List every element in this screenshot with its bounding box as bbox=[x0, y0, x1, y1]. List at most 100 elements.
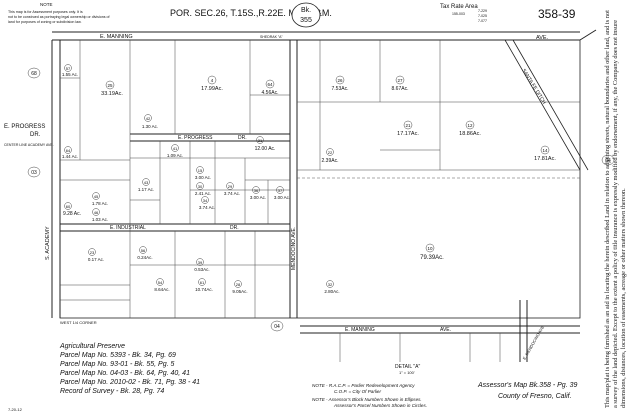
manning-road-east bbox=[579, 29, 597, 41]
svg-text:9.28 Ac.: 9.28 Ac. bbox=[63, 211, 81, 217]
svg-text:36: 36 bbox=[254, 188, 259, 193]
svg-text:22: 22 bbox=[328, 150, 333, 155]
disclaimer-text: This map/plat is being furnished as an a… bbox=[604, 10, 628, 408]
road-e-industrial: E. INDUSTRIAL bbox=[110, 225, 146, 231]
svg-text:56: 56 bbox=[141, 248, 146, 253]
detail-mendocino: E. MENDOCINO AVE. bbox=[522, 324, 546, 361]
book-number: 355 bbox=[300, 17, 312, 24]
parcel-12: 12 18.86Ac. bbox=[459, 120, 481, 137]
legend: Agricultural Preserve Parcel Map No. 539… bbox=[59, 343, 200, 395]
legend-item-3: Parcel Map No. 04-03 - Bk. 64, Pg. 40, 4… bbox=[60, 370, 190, 377]
svg-text:79.39Ac.: 79.39Ac. bbox=[420, 255, 444, 261]
tax-rate-area: Tax Rate Area bbox=[440, 4, 478, 10]
svg-text:12.00 Ac.: 12.00 Ac. bbox=[255, 146, 276, 152]
svg-text:32: 32 bbox=[328, 282, 333, 287]
svg-text:31: 31 bbox=[258, 138, 263, 143]
road-center-line: CENTER LINE ACADEMY AVE. bbox=[4, 143, 54, 147]
parcel-36: 36 3.00 Ac. bbox=[250, 186, 266, 200]
legend-item-2: Parcel Map No. 93-01 - Bk. 55, Pg. 5 bbox=[60, 361, 174, 368]
svg-text:54: 54 bbox=[158, 280, 163, 285]
svg-text:15: 15 bbox=[198, 168, 203, 173]
note-line-2: not to be construed as portraying legal … bbox=[8, 15, 109, 19]
legend-item-1: Parcel Map No. 5393 - Bk. 34, Pg. 69 bbox=[60, 352, 176, 359]
parcel-37: 37 3.00 Ac. bbox=[274, 186, 290, 200]
note-label: NOTE bbox=[40, 2, 53, 7]
svg-text:0.17 Ac.: 0.17 Ac. bbox=[88, 257, 104, 262]
ditch-line-1 bbox=[504, 39, 581, 171]
svg-text:28: 28 bbox=[236, 282, 241, 287]
svg-text:0.53Ac.: 0.53Ac. bbox=[194, 267, 209, 272]
svg-text:2.41 Ac.: 2.41 Ac. bbox=[195, 191, 211, 196]
svg-text:3.00 Ac.: 3.00 Ac. bbox=[250, 195, 266, 200]
parcel-25: 25 33.19Ac. bbox=[101, 80, 123, 97]
svg-text:3.00 Ac.: 3.00 Ac. bbox=[195, 175, 211, 180]
svg-text:9.05Ac.: 9.05Ac. bbox=[232, 289, 247, 294]
svg-text:42: 42 bbox=[146, 116, 151, 121]
block-04-east: 04 bbox=[601, 154, 615, 166]
svg-text:27: 27 bbox=[397, 78, 403, 83]
parcel-15: 15 3.00 Ac. bbox=[195, 166, 211, 180]
svg-text:34: 34 bbox=[203, 198, 208, 203]
road-ave: AVE. bbox=[536, 35, 549, 41]
detail-title: DETAIL "A" bbox=[395, 364, 420, 370]
road-dr-industrial: DR. bbox=[230, 225, 239, 231]
svg-text:8.64Ac.: 8.64Ac. bbox=[154, 287, 169, 292]
parcel-14: 14 17.81Ac. bbox=[534, 145, 556, 162]
parcel-22: 22 2.39Ac. bbox=[322, 148, 339, 164]
footer-county: County of Fresno, Calif. bbox=[498, 393, 572, 400]
parcel-4: 4 17.99Ac. bbox=[201, 75, 223, 92]
book-ellipse bbox=[291, 2, 321, 28]
road-s-academy: S. ACADEMY bbox=[45, 226, 51, 260]
svg-text:1.55 Ac.: 1.55 Ac. bbox=[62, 72, 78, 77]
parcel-56: 56 0.24Ac. bbox=[137, 246, 153, 260]
svg-text:17.81Ac.: 17.81Ac. bbox=[534, 156, 556, 162]
block-04-south: 04 bbox=[270, 320, 284, 332]
svg-text:04: 04 bbox=[605, 158, 611, 164]
svg-text:1.44 Ac.: 1.44 Ac. bbox=[62, 154, 78, 159]
svg-text:14: 14 bbox=[542, 148, 548, 153]
svg-text:43: 43 bbox=[144, 180, 149, 185]
svg-text:3.74 Ac.: 3.74 Ac. bbox=[199, 205, 215, 210]
svg-text:21: 21 bbox=[405, 123, 411, 128]
svg-text:04: 04 bbox=[274, 324, 280, 330]
parcel-30: 30 2.41 Ac. bbox=[195, 182, 211, 196]
parcel-42: 42 1.30 Ac. bbox=[142, 114, 158, 129]
svg-text:17.17Ac.: 17.17Ac. bbox=[397, 131, 419, 137]
detail-road-ave: AVE. bbox=[440, 327, 451, 333]
parcel-39: 39 0.53Ac. bbox=[194, 258, 210, 272]
legend-title: Agricultural Preserve bbox=[59, 343, 125, 350]
detail-road-e-manning: E. MANNING bbox=[345, 327, 375, 333]
road-e-progress: E. PROGRESS bbox=[178, 135, 213, 141]
svg-text:1.78 Ac.: 1.78 Ac. bbox=[92, 201, 108, 206]
section-title: POR. SEC.26, T.15S.,R.22E. M.D.B.&M. bbox=[170, 8, 332, 18]
tax-rate-code-4: 7-077 bbox=[478, 19, 487, 23]
svg-text:46: 46 bbox=[94, 210, 99, 215]
svg-text:60: 60 bbox=[66, 204, 71, 209]
svg-text:03: 03 bbox=[31, 170, 37, 176]
road-sheldrake: SHEDRAK "A" bbox=[260, 35, 283, 39]
svg-text:7.53Ac.: 7.53Ac. bbox=[332, 86, 349, 92]
svg-text:4.56Ac.: 4.56Ac. bbox=[262, 90, 279, 96]
road-mendocino: MENDOCINO AVE. bbox=[291, 227, 297, 270]
parcel-31: 31 12.00 Ac. bbox=[255, 136, 276, 152]
svg-text:17.99Ac.: 17.99Ac. bbox=[201, 86, 223, 92]
footer-date: 7-20-12 bbox=[8, 407, 23, 412]
detail-a-inset: E. MANNING AVE. E. MENDOCINO AVE. DETAIL… bbox=[300, 300, 580, 375]
book-label: Bk. bbox=[301, 7, 311, 14]
disclaimer-wrapper: This map/plat is being furnished as an a… bbox=[604, 10, 628, 408]
svg-text:30: 30 bbox=[198, 184, 203, 189]
legend-item-4: Parcel Map No. 2010-02 - Bk. 71, Pg. 38 … bbox=[60, 379, 200, 386]
svg-text:1.17 Ac.: 1.17 Ac. bbox=[138, 187, 154, 192]
road-dr: DR. bbox=[238, 135, 247, 141]
parcel-64-top: 64 4.56Ac. bbox=[262, 79, 279, 96]
svg-text:64: 64 bbox=[267, 82, 273, 87]
tax-rate-code-3: 7-025 bbox=[478, 14, 487, 18]
svg-text:41: 41 bbox=[173, 146, 178, 151]
svg-text:57: 57 bbox=[66, 66, 71, 71]
svg-text:2.39Ac.: 2.39Ac. bbox=[322, 158, 339, 164]
tax-rate-code-2: 7-229 bbox=[478, 9, 487, 13]
svg-text:10: 10 bbox=[427, 246, 433, 251]
road-e-progress-west: E. PROGRESS bbox=[4, 124, 45, 130]
svg-text:0.24Ac.: 0.24Ac. bbox=[137, 255, 152, 260]
